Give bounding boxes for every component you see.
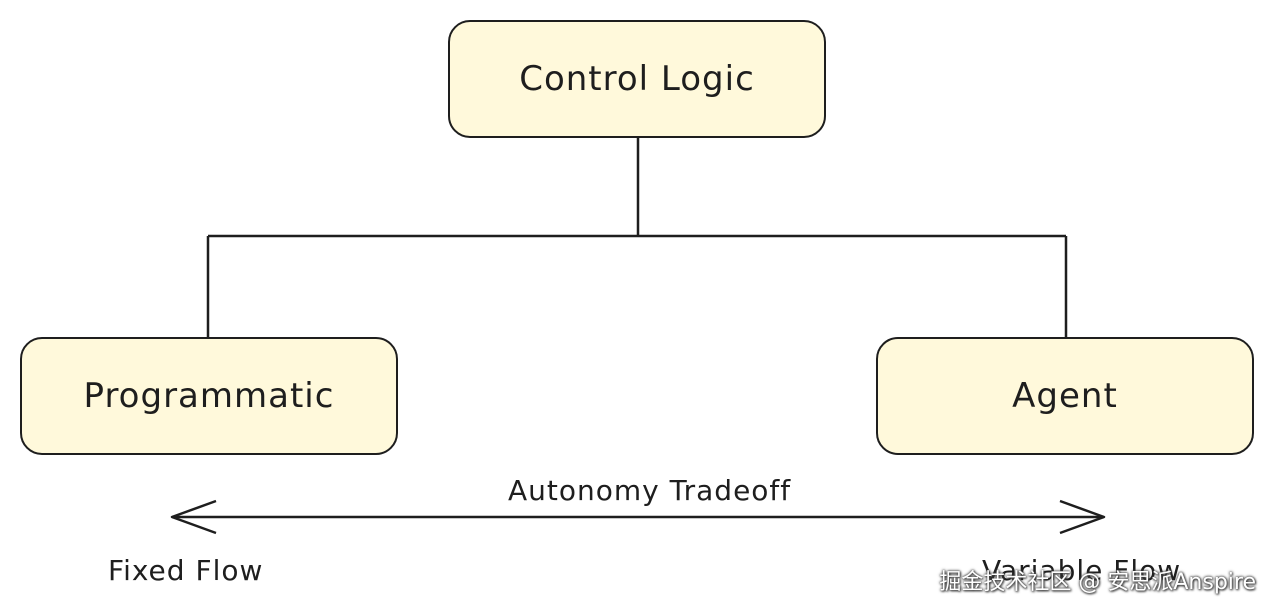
programmatic-node: Programmatic (20, 337, 398, 455)
left-arrowhead (170, 499, 217, 535)
fixed-flow-label: Fixed Flow (108, 554, 264, 587)
control-logic-label: Control Logic (519, 59, 755, 99)
autonomy-tradeoff-label: Autonomy Tradeoff (508, 474, 792, 507)
programmatic-label: Programmatic (83, 376, 335, 416)
right-arrowhead (1059, 499, 1106, 535)
agent-label: Agent (1012, 376, 1118, 416)
agent-node: Agent (876, 337, 1254, 455)
variable-flow-label: Variable Flow (982, 554, 1182, 587)
watermark: 掘金技术社区 @ 安思派Anspire (939, 570, 1256, 595)
control-logic-node: Control Logic (448, 20, 826, 138)
